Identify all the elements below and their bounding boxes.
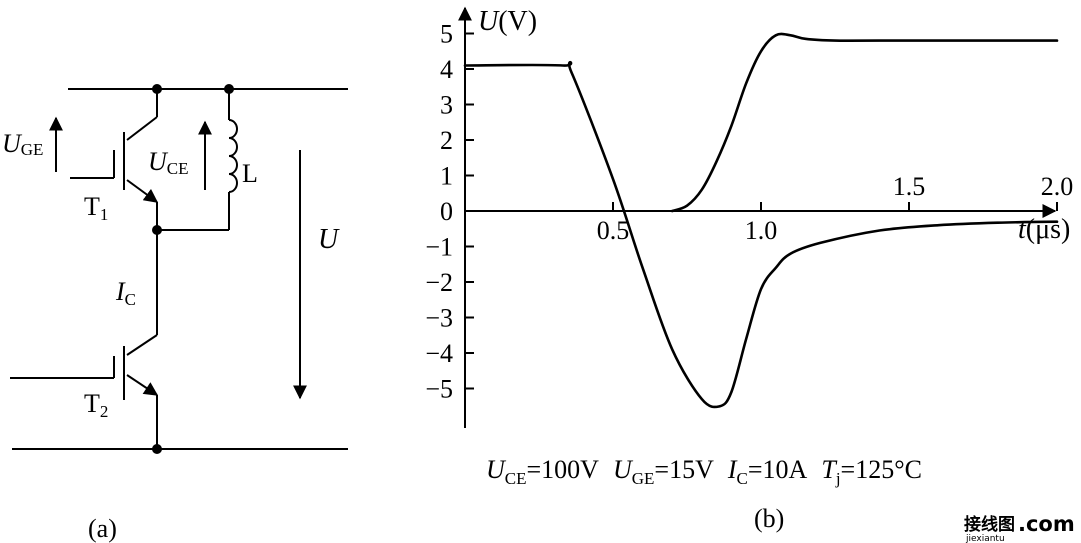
series-line-2	[670, 32, 1059, 213]
y-tick-label: −1	[425, 233, 453, 262]
watermark-cn: 接线图	[964, 514, 1015, 535]
waveform-plot: 5 4 3 2 1 0 −1 −2 −3 −4 −5 0.5 1.0 1.5 2.0	[425, 6, 1074, 428]
watermark-logo: 接线图 .com jiexiantu	[964, 512, 1075, 543]
t1-emitter	[126, 179, 159, 203]
label-inductor: L	[242, 159, 258, 188]
junction-dot	[152, 444, 162, 454]
y-tick-label: 1	[440, 162, 453, 191]
label-ic: IC	[115, 277, 136, 309]
label-t1: T1	[84, 192, 108, 224]
junction-dot	[152, 225, 162, 235]
junction-dot	[152, 84, 162, 94]
y-tick-label: 0	[440, 197, 453, 226]
y-axis-label: U(V)	[478, 6, 537, 37]
y-tick-label: −4	[425, 339, 453, 368]
circuit-diagram	[10, 88, 348, 450]
t2-collector	[126, 334, 158, 356]
label-uge: UGE	[2, 129, 43, 159]
x-axis-label: t(μs)	[1018, 214, 1070, 245]
y-tick-label: 4	[440, 55, 453, 84]
curves	[463, 32, 1059, 409]
watermark-dotcom: .com	[1018, 512, 1075, 536]
t1-collector	[126, 116, 158, 141]
label-u: U	[318, 224, 340, 255]
caption-a: (a)	[88, 514, 117, 543]
junction-dot	[224, 84, 234, 94]
y-tick-label: −3	[425, 304, 453, 333]
y-tick-label: 5	[440, 20, 453, 49]
x-tick-label: 2.0	[1041, 172, 1074, 201]
watermark-en: jiexiantu	[965, 534, 1005, 543]
y-ticks: 5 4 3 2 1 0 −1 −2 −3 −4 −5	[425, 20, 474, 404]
y-tick-label: 3	[440, 91, 453, 120]
t2-emitter	[126, 374, 159, 396]
y-tick-label: 2	[440, 126, 453, 155]
junction-dots	[152, 84, 234, 454]
inductor-coil	[228, 119, 238, 193]
x-ticks: 0.5 1.0 1.5 2.0	[597, 172, 1074, 245]
x-tick-label: 1.0	[745, 216, 778, 245]
label-uce: UCE	[148, 147, 189, 178]
caption-b: (b)	[754, 504, 784, 533]
series-line-1	[463, 60, 1059, 409]
y-tick-label: −2	[425, 268, 453, 297]
label-t2: T2	[84, 389, 108, 421]
x-tick-label: 0.5	[597, 216, 630, 245]
x-tick-label: 1.5	[893, 172, 926, 201]
y-tick-label: −5	[425, 375, 453, 404]
